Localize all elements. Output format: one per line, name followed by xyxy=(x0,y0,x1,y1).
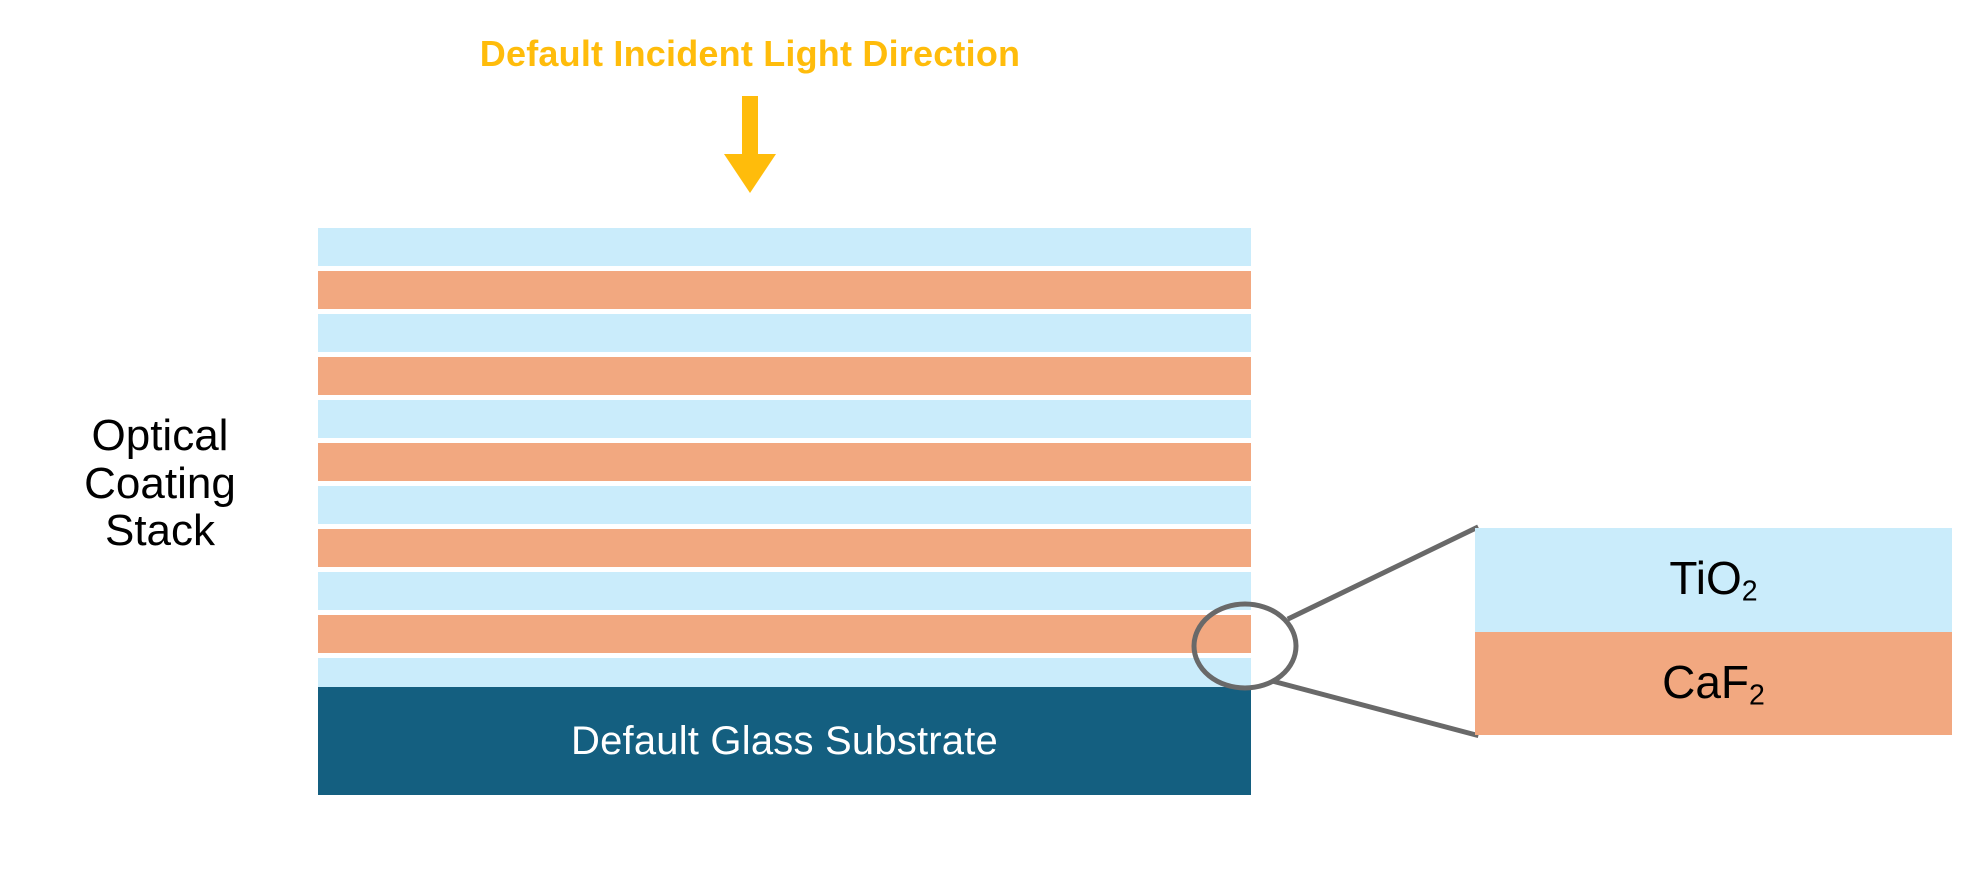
incident-light-arrow xyxy=(712,96,788,196)
layer-detail-panel: TiO2 CaF2 xyxy=(1475,528,1952,735)
incident-light-direction-label: Default Incident Light Direction xyxy=(479,33,1021,74)
stack-label-line-1: Optical xyxy=(91,411,229,460)
coating-layer-stack xyxy=(318,228,1251,739)
detail-caf2-formula: CaF xyxy=(1662,655,1750,708)
coating-layer xyxy=(318,572,1251,610)
detail-layer-caf2-label: CaF2 xyxy=(1662,655,1765,712)
coating-layer xyxy=(318,228,1251,266)
coating-layer xyxy=(318,357,1251,395)
coating-layer xyxy=(318,486,1251,524)
callout-leader-line-top xyxy=(1286,524,1480,622)
optical-coating-stack-label: Optical Coating Stack xyxy=(30,412,290,555)
detail-tio2-formula: TiO xyxy=(1669,552,1742,605)
detail-layer-caf2: CaF2 xyxy=(1475,632,1952,735)
coating-layer xyxy=(318,529,1251,567)
callout-leader-line-bottom xyxy=(1272,678,1480,739)
down-arrow-icon xyxy=(724,96,776,193)
stack-label-line-2: Coating xyxy=(84,458,236,508)
coating-layer xyxy=(318,400,1251,438)
detail-tio2-subscript: 2 xyxy=(1741,575,1758,608)
detail-callout xyxy=(1191,524,1480,739)
coating-layer xyxy=(318,443,1251,481)
coating-layer xyxy=(318,615,1251,653)
coating-layer xyxy=(318,314,1251,352)
callout-ellipse xyxy=(1191,601,1299,691)
detail-caf2-subscript: 2 xyxy=(1749,679,1765,712)
detail-layer-tio2: TiO2 xyxy=(1475,528,1952,632)
stack-label-line-3: Stack xyxy=(104,506,216,556)
glass-substrate: Default Glass Substrate xyxy=(318,687,1251,795)
coating-layer xyxy=(318,271,1251,309)
glass-substrate-label: Default Glass Substrate xyxy=(570,718,999,763)
detail-layer-tio2-label: TiO2 xyxy=(1669,551,1757,608)
